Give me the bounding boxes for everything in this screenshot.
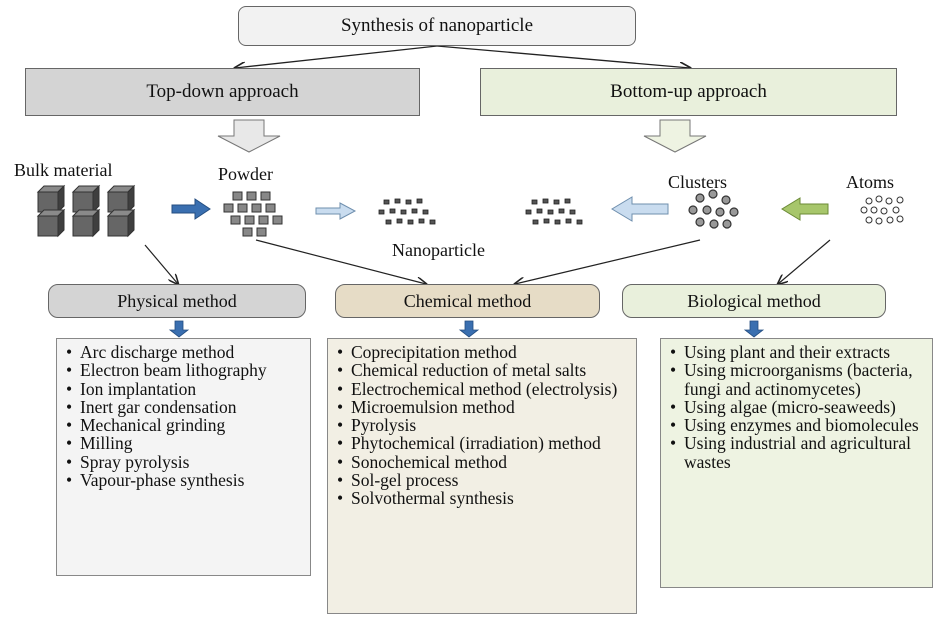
connector-atoms-biological <box>778 239 831 284</box>
list-item: Mechanical grinding <box>63 416 304 435</box>
list-item: Using microorganisms (bacteria, fungi an… <box>667 361 926 398</box>
list-item: Solvothermal synthesis <box>334 489 630 508</box>
bottom-up-label: Bottom-up approach <box>610 81 767 102</box>
atoms-dots <box>860 195 904 225</box>
bottomup-down-arrow <box>643 119 707 153</box>
list-item: Using enzymes and biomolecules <box>667 416 926 435</box>
list-item: Coprecipitation method <box>334 343 630 362</box>
nanoparticles-left <box>378 198 436 225</box>
biological-down-arrow <box>743 320 765 338</box>
physical-down-arrow <box>168 320 190 338</box>
top-down-label: Top-down approach <box>146 81 299 102</box>
list-item: Using algae (micro-seaweeds) <box>667 398 926 417</box>
bottom-up-approach-box: Bottom-up approach <box>480 68 897 116</box>
list-item: Arc discharge method <box>63 343 304 362</box>
atoms-label: Atoms <box>846 172 895 192</box>
physical-method-label: Physical method <box>117 290 237 311</box>
powder-to-nano-arrow <box>315 202 357 220</box>
physical-methods-list: Arc discharge method Electron beam litho… <box>56 338 311 576</box>
connector-root-bottomup <box>436 45 690 68</box>
list-item: Spray pyrolysis <box>63 452 304 471</box>
topdown-down-arrow <box>217 119 281 153</box>
list-item: Using plant and their extracts <box>667 343 926 362</box>
list-item: Using industrial and agricultural wastes <box>667 434 926 471</box>
physical-method-box: Physical method <box>48 284 306 318</box>
connector-bulk-physical <box>144 244 178 284</box>
list-item: Chemical reduction of metal salts <box>334 361 630 380</box>
nanoparticles-right <box>525 198 583 225</box>
chemical-methods-list: Coprecipitation method Chemical reductio… <box>327 338 637 614</box>
connector-clusters-chemical <box>515 239 701 284</box>
powder-label: Powder <box>218 164 273 184</box>
list-item: Electron beam lithography <box>63 361 304 380</box>
list-item: Microemulsion method <box>334 398 630 417</box>
list-item: Ion implantation <box>63 379 304 398</box>
list-item: Vapour-phase synthesis <box>63 471 304 490</box>
nanoparticle-label: Nanoparticle <box>392 240 485 260</box>
synthesis-title: Synthesis of nanoparticle <box>340 15 534 36</box>
chemical-method-box: Chemical method <box>335 284 600 318</box>
bulk-material-cubes <box>36 184 136 238</box>
top-down-approach-box: Top-down approach <box>25 68 420 116</box>
list-item: Phytochemical (irradiation) method <box>334 434 630 453</box>
clusters-label: Clusters <box>668 172 728 192</box>
biological-method-label: Biological method <box>687 290 821 311</box>
biological-method-box: Biological method <box>622 284 886 318</box>
clusters-rings <box>688 189 739 229</box>
biological-methods-list: Using plant and their extracts Using mic… <box>660 338 933 588</box>
powder-cubes <box>223 191 283 237</box>
clusters-to-nano-arrow <box>611 196 669 222</box>
list-item: Electrochemical method (electrolysis) <box>334 379 630 398</box>
chemical-down-arrow <box>458 320 480 338</box>
list-item: Milling <box>63 434 304 453</box>
list-item: Inert gar condensation <box>63 398 304 417</box>
bulk-material-label: Bulk material <box>14 160 113 180</box>
connector-root-topdown <box>235 45 438 68</box>
list-item: Sol-gel process <box>334 471 630 490</box>
list-item: Pyrolysis <box>334 416 630 435</box>
list-item: Sonochemical method <box>334 452 630 471</box>
bulk-to-powder-arrow <box>171 198 211 220</box>
synthesis-title-box: Synthesis of nanoparticle <box>238 6 636 46</box>
chemical-method-label: Chemical method <box>403 290 532 311</box>
connector-powder-chemical <box>255 239 426 284</box>
atoms-to-clusters-arrow <box>781 197 829 221</box>
